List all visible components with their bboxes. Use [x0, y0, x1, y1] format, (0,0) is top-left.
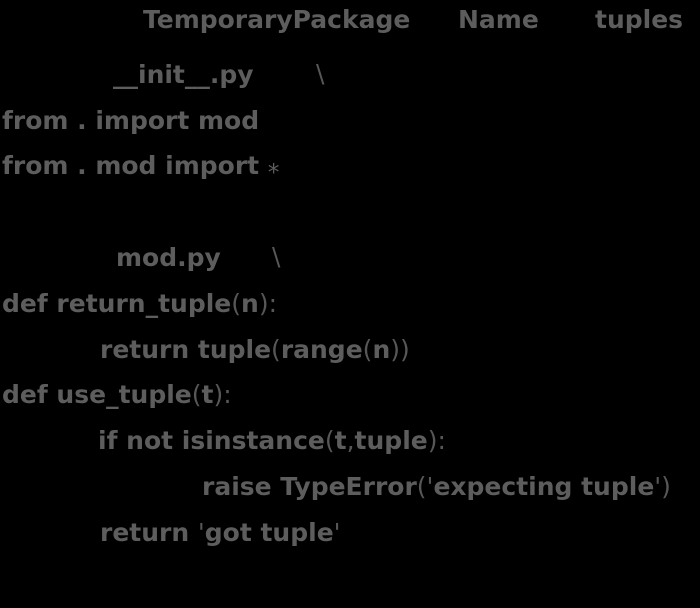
code-segment: return	[100, 518, 198, 547]
code-segment: raise TypeError	[202, 472, 417, 501]
code-segment: (	[231, 289, 242, 318]
code-segment: got tuple	[204, 518, 334, 547]
code-segment: *	[267, 160, 280, 186]
code-segment: (	[271, 335, 281, 364]
code-segment: ):	[213, 380, 232, 409]
code-segment: n	[372, 335, 391, 364]
string-package-name: TemporaryPackage	[143, 3, 410, 37]
code-segment: Name	[458, 5, 539, 34]
code-segment: ):	[258, 289, 278, 318]
python-line-return-got-tuple: return 'got tuple'	[100, 516, 341, 550]
code-segment: (	[191, 380, 202, 409]
code-segment: '	[333, 518, 341, 547]
code-segment: __init__.py	[113, 60, 254, 89]
code-segment: tuple	[354, 426, 428, 455]
code-segment: t	[201, 380, 214, 409]
python-line-def-return-tuple: def return_tuple(n):	[2, 287, 277, 321]
filename-mod-py: mod.py	[116, 241, 221, 275]
code-segment: \	[316, 59, 325, 88]
backslash-continuation-2: \	[272, 240, 280, 274]
code-segment: def use_tuple	[2, 380, 192, 409]
string-key-name: Name	[458, 3, 539, 37]
code-segment: ))	[390, 335, 410, 364]
code-segment: n	[241, 289, 259, 318]
code-segment: from . mod import	[2, 151, 268, 180]
code-segment: range	[280, 335, 363, 364]
code-segment: mod.py	[116, 243, 221, 272]
code-segment: tuples	[595, 5, 684, 34]
python-line-if-isinstance: if not isinstance(t,tuple):	[98, 424, 446, 458]
filename-init-py: __init__.py	[113, 58, 254, 92]
code-segment: if not isinstance	[98, 426, 325, 455]
python-line-return-tuple-range: return tuple(range(n))	[100, 333, 410, 367]
code-segment: ('	[416, 472, 434, 501]
code-segment: ,	[346, 426, 355, 455]
code-segment: TemporaryPackage	[143, 5, 411, 34]
code-segment: (	[362, 335, 373, 364]
code-segment: ):	[427, 426, 446, 455]
python-line-import-mod: from . import mod	[2, 104, 259, 138]
code-segment: def return_tuple	[2, 289, 232, 318]
code-segment: t	[334, 426, 347, 455]
code-segment: ')	[654, 472, 671, 501]
code-segment: \	[272, 242, 281, 271]
backslash-continuation-1: \	[316, 57, 324, 91]
code-segment: return tuple	[100, 335, 272, 364]
code-segment: (	[324, 426, 335, 455]
code-segment: from . import mod	[2, 106, 260, 135]
python-line-import-star: from . mod import *	[2, 149, 279, 186]
code-segment: '	[197, 518, 205, 547]
string-value-tuples: tuples	[595, 3, 683, 37]
code-segment: expecting tuple	[433, 472, 655, 501]
python-line-raise-typeerror: raise TypeError('expecting tuple')	[202, 470, 671, 504]
python-line-def-use-tuple: def use_tuple(t):	[2, 378, 232, 412]
